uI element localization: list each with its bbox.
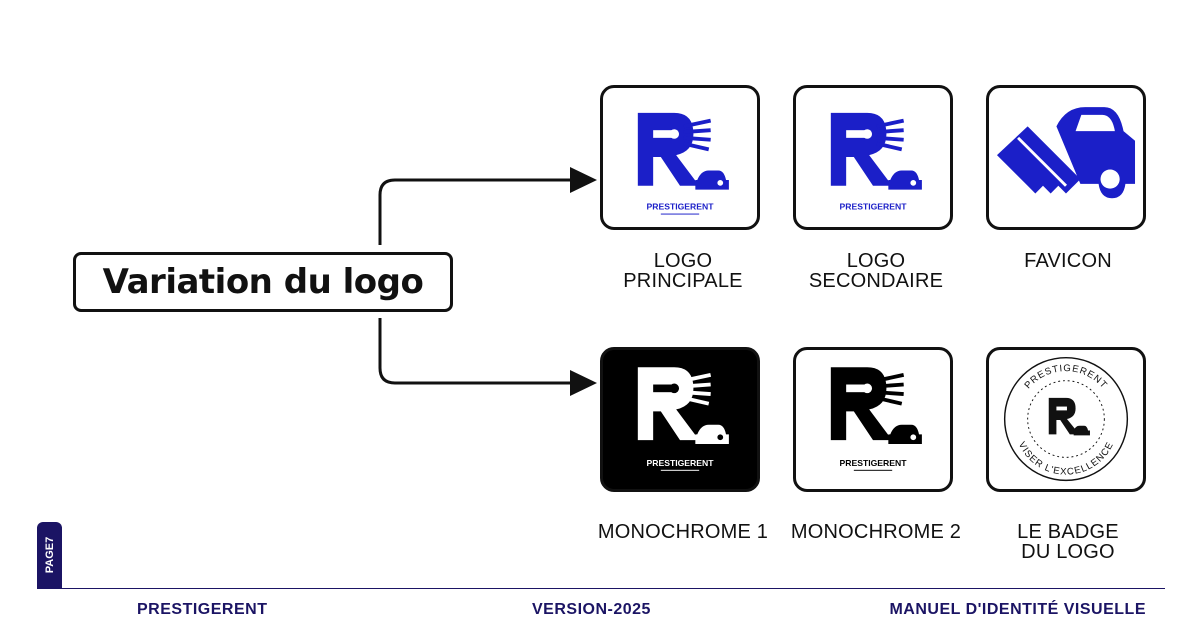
badge-top-text: PRESTIGERENT (1022, 363, 1108, 391)
badge-tile: PRESTIGERENT VISER L'EXCELLENCE (986, 347, 1146, 492)
logo-secondaire-tile: PRESTIGERENT (793, 85, 953, 230)
r-key-car-logo-icon: PRESTIGERENT (637, 112, 729, 215)
section-title-box: Variation du logo (73, 252, 453, 312)
section-title: Variation du logo (102, 262, 424, 302)
r-key-car-logo-black-icon: PRESTIGERENT (830, 367, 922, 471)
r-key-car-logo-icon: PRESTIGERENT (830, 112, 922, 212)
footer-divider (37, 588, 1165, 589)
caption-favicon: FAVICON (1024, 250, 1112, 272)
favicon-tile (986, 85, 1146, 230)
circular-badge-icon: PRESTIGERENT VISER L'EXCELLENCE (1003, 356, 1129, 482)
footer-version: VERSION-2025 (532, 601, 651, 618)
wordmark: PRESTIGERENT (647, 202, 715, 212)
wordmark: PRESTIGERENT (840, 458, 908, 468)
svg-text:VISER L'EXCELLENCE: VISER L'EXCELLENCE (1016, 440, 1116, 478)
page-number: PAGE7 (43, 536, 56, 574)
r-key-car-logo-white-icon: PRESTIGERENT (637, 367, 729, 471)
page-number-tab: PAGE7 (37, 522, 62, 588)
key-car-favicon-icon (996, 107, 1136, 199)
caption-monochrome-1: MONOCHROME 1 (597, 521, 769, 543)
caption-monochrome-2: MONOCHROME 2 (790, 521, 962, 543)
footer-brand: PRESTIGERENT (137, 601, 268, 618)
logo-principale-tile: PRESTIGERENT (600, 85, 760, 230)
badge-bottom-text: VISER L'EXCELLENCE (1016, 440, 1115, 478)
monochrome-1-tile: PRESTIGERENT (600, 347, 760, 492)
footer-manual-title: MANUEL D'IDENTITÉ VISUELLE (889, 601, 1146, 618)
wordmark: PRESTIGERENT (647, 458, 715, 468)
wordmark: PRESTIGERENT (840, 202, 908, 212)
svg-text:PRESTIGERENT: PRESTIGERENT (1022, 363, 1109, 391)
monochrome-2-tile: PRESTIGERENT (793, 347, 953, 492)
